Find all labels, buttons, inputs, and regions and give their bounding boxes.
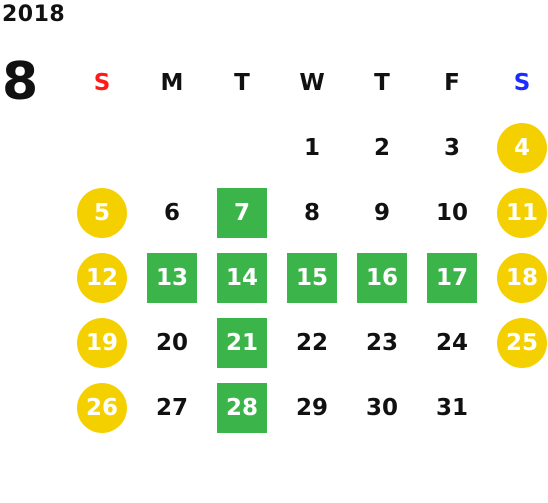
- weekday-header: S: [93, 69, 111, 96]
- day-number: 19: [77, 317, 127, 368]
- day-number: 9: [373, 199, 390, 226]
- day-number: 26: [77, 382, 127, 433]
- day-number: 30: [365, 394, 398, 421]
- day-cell[interactable]: 22: [277, 310, 347, 375]
- day-cell[interactable]: 23: [347, 310, 417, 375]
- day-cell[interactable]: 16: [347, 245, 417, 310]
- day-cell[interactable]: 28: [207, 375, 277, 440]
- day-cell[interactable]: 13: [137, 245, 207, 310]
- day-cell[interactable]: 10: [417, 180, 487, 245]
- day-number: 29: [295, 394, 328, 421]
- day-cell[interactable]: 7: [207, 180, 277, 245]
- day-number: 18: [497, 252, 547, 303]
- day-cell[interactable]: 26: [67, 375, 137, 440]
- day-number: 4: [497, 122, 547, 173]
- weekday-header: F: [444, 69, 460, 96]
- empty-day-cell: [487, 375, 548, 440]
- day-number: 3: [443, 134, 460, 161]
- day-number: 21: [217, 317, 267, 368]
- day-cell[interactable]: 1: [277, 115, 347, 180]
- day-cell[interactable]: 21: [207, 310, 277, 375]
- day-number: 14: [217, 252, 267, 303]
- day-cell[interactable]: 29: [277, 375, 347, 440]
- day-number: 20: [155, 329, 188, 356]
- day-cell[interactable]: 9: [347, 180, 417, 245]
- day-number: 5: [77, 187, 127, 238]
- day-number: 23: [365, 329, 398, 356]
- day-number: 7: [217, 187, 267, 238]
- weekday-header: W: [299, 69, 325, 96]
- day-number: 6: [163, 199, 180, 226]
- day-cell[interactable]: 15: [277, 245, 347, 310]
- day-number: 22: [295, 329, 328, 356]
- weekday-header: T: [374, 69, 390, 96]
- day-cell[interactable]: 4: [487, 115, 548, 180]
- day-cell[interactable]: 31: [417, 375, 487, 440]
- day-number: 28: [217, 382, 267, 433]
- day-number: 8: [303, 199, 320, 226]
- day-number: 16: [357, 252, 407, 303]
- day-number: 15: [287, 252, 337, 303]
- day-cell[interactable]: 8: [277, 180, 347, 245]
- day-cell[interactable]: 5: [67, 180, 137, 245]
- day-cell[interactable]: 12: [67, 245, 137, 310]
- day-number: 11: [497, 187, 547, 238]
- day-cell[interactable]: 25: [487, 310, 548, 375]
- empty-day-cell: [207, 115, 277, 180]
- weekday-header: S: [513, 69, 531, 96]
- day-cell[interactable]: 27: [137, 375, 207, 440]
- day-number: 13: [147, 252, 197, 303]
- year-label: 2018: [2, 2, 66, 27]
- day-cell[interactable]: 2: [347, 115, 417, 180]
- day-number: 10: [435, 199, 468, 226]
- day-number: 2: [373, 134, 390, 161]
- day-cell[interactable]: 17: [417, 245, 487, 310]
- day-cell[interactable]: 18: [487, 245, 548, 310]
- day-number: 31: [435, 394, 468, 421]
- day-cell[interactable]: 14: [207, 245, 277, 310]
- day-number: 1: [303, 134, 320, 161]
- empty-day-cell: [137, 115, 207, 180]
- day-number: 12: [77, 252, 127, 303]
- day-cell[interactable]: 11: [487, 180, 548, 245]
- empty-day-cell: [67, 115, 137, 180]
- day-cell[interactable]: 6: [137, 180, 207, 245]
- day-number: 24: [435, 329, 468, 356]
- weekday-header: M: [160, 69, 184, 96]
- day-number: 25: [497, 317, 547, 368]
- day-number: 27: [155, 394, 188, 421]
- day-cell[interactable]: 30: [347, 375, 417, 440]
- day-cell[interactable]: 20: [137, 310, 207, 375]
- month-number: 8: [2, 52, 39, 112]
- day-number: 17: [427, 252, 477, 303]
- day-cell[interactable]: 24: [417, 310, 487, 375]
- day-cell[interactable]: 19: [67, 310, 137, 375]
- day-cell[interactable]: 3: [417, 115, 487, 180]
- weekday-header: T: [234, 69, 250, 96]
